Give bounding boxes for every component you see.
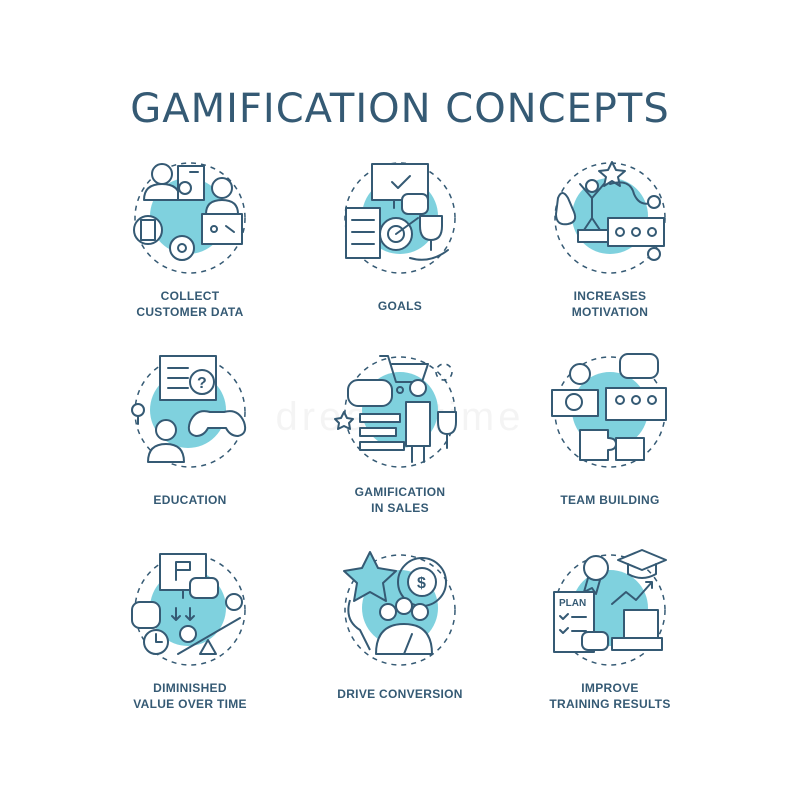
team-building-icon <box>551 353 667 468</box>
diminished-value-icon <box>131 553 246 666</box>
concept-card-team-building: TEAM BUILDING <box>500 352 720 552</box>
concept-card-collect-customer-data: COLLECT CUSTOMER DATA <box>80 158 300 358</box>
concept-card-goals: GOALS <box>290 158 510 358</box>
dollar-sign: $ <box>417 575 426 592</box>
education-icon: ? <box>131 355 247 468</box>
concept-label: IN SALES <box>371 501 429 515</box>
training-results-icon: PLAN <box>553 549 667 666</box>
concept-card-increases-motivation: INCREASES MOTIVATION <box>500 158 720 358</box>
plan-label: PLAN <box>559 598 586 609</box>
goals-icon <box>344 162 456 274</box>
concept-label: DIMINISHED <box>153 681 227 695</box>
concept-card-gamification-in-sales: GAMIFICATION IN SALES <box>290 352 510 552</box>
concept-label: EDUCATION <box>153 493 227 507</box>
concept-label: VALUE OVER TIME <box>133 697 247 711</box>
concept-card-improve-training-results: PLAN IMPROVE TRAINING RESULTS <box>500 549 720 750</box>
concept-label: GOALS <box>377 299 423 313</box>
concept-label: GAMIFICATION <box>354 485 446 499</box>
page-title: GAMIFICATION CONCEPTS <box>130 86 670 132</box>
concept-label: CUSTOMER DATA <box>136 305 244 319</box>
concept-label: TEAM BUILDING <box>560 493 660 507</box>
sales-icon <box>334 355 457 468</box>
question-mark: ? <box>197 375 207 392</box>
concept-card-drive-conversion: $ DRIVE CONVERSION <box>290 550 510 750</box>
concept-card-education: ? EDUCATION <box>80 352 300 552</box>
concept-label: MOTIVATION <box>571 305 649 319</box>
concept-card-diminished-value-over-time: DIMINISHED VALUE OVER TIME <box>80 550 300 750</box>
concept-label: INCREASES <box>573 289 647 303</box>
drive-conversion-icon: $ <box>343 551 456 666</box>
concept-label: DRIVE CONVERSION <box>337 687 463 701</box>
motivation-icon <box>554 161 666 274</box>
concept-label: COLLECT <box>160 289 220 303</box>
concept-label: IMPROVE <box>581 681 639 695</box>
concept-label: TRAINING RESULTS <box>549 697 671 711</box>
customer-data-icon <box>133 162 246 274</box>
